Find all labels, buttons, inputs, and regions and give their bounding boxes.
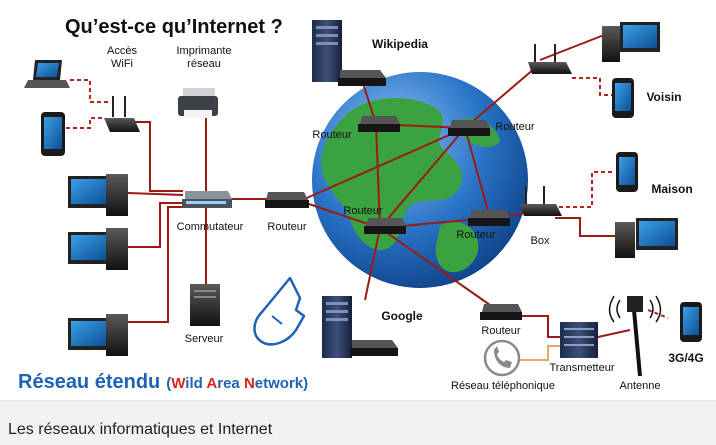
network-diagram: Qu’est-ce qu’Internet ? Accès WiFi Impri… bbox=[18, 16, 704, 393]
router-icon-bottom bbox=[480, 304, 522, 320]
server-icon bbox=[190, 284, 220, 326]
serveur-label: Serveur bbox=[185, 333, 224, 345]
mobile-network-label: 3G/4G bbox=[668, 351, 703, 365]
router-icon-center bbox=[364, 218, 406, 234]
router-label-center: Routeur bbox=[343, 205, 382, 217]
wan-rea: rea bbox=[217, 375, 244, 392]
reseau-telephonique-label: Réseau téléphonique bbox=[451, 380, 555, 392]
mobile-phone-icon bbox=[680, 302, 702, 342]
commutateur-label: Commutateur bbox=[177, 221, 244, 233]
laptop-icon bbox=[24, 60, 70, 88]
printer-icon bbox=[178, 88, 218, 118]
router-label-right: Routeur bbox=[456, 229, 495, 241]
wifi-label-line2: WiFi bbox=[111, 58, 133, 70]
wikipedia-server-icon bbox=[312, 20, 386, 86]
dashed-links bbox=[66, 77, 669, 319]
router-icon-top-right bbox=[448, 120, 490, 136]
wan-main: Réseau étendu bbox=[18, 371, 160, 393]
printer-label-line2: réseau bbox=[187, 58, 221, 70]
wifi-label-line1: Accès bbox=[107, 45, 137, 57]
wan-w: W bbox=[171, 375, 186, 392]
google-server-icon bbox=[322, 296, 398, 358]
transmitter-rack-icon bbox=[560, 322, 598, 358]
router-label-bottom: Routeur bbox=[481, 325, 520, 337]
home-computer-icon bbox=[615, 218, 678, 258]
wan-heading: Réseau étendu (Wild Area Network) bbox=[18, 371, 308, 393]
desktop-computer-icon-2 bbox=[68, 228, 128, 270]
diagram-title: Qu’est-ce qu’Internet ? bbox=[65, 16, 283, 38]
network-switch-icon bbox=[182, 191, 232, 208]
router-icon-left bbox=[265, 192, 309, 208]
voisin-label: Voisin bbox=[646, 90, 681, 104]
google-label: Google bbox=[381, 309, 423, 323]
caption-bar: Les réseaux informatiques et Internet bbox=[0, 400, 716, 445]
wan-n: N bbox=[244, 375, 255, 392]
router-label-top-right: Routeur bbox=[495, 121, 534, 133]
home-smartphone-icon bbox=[616, 152, 638, 192]
desktop-computer-icon-3 bbox=[68, 314, 128, 356]
phone-link bbox=[520, 345, 560, 361]
wan-etwork: etwork bbox=[255, 375, 304, 392]
wan-ild: ild bbox=[185, 375, 206, 392]
maison-label: Maison bbox=[651, 182, 692, 196]
antenna-icon bbox=[608, 295, 662, 377]
box-label: Box bbox=[531, 235, 550, 247]
neighbor-smartphone-icon bbox=[612, 78, 634, 118]
antenne-label: Antenne bbox=[620, 380, 661, 392]
printer-label-line1: Imprimante bbox=[176, 45, 231, 57]
neighbor-router-icon bbox=[528, 44, 572, 74]
wifi-access-point-icon bbox=[104, 96, 140, 132]
smartphone-icon bbox=[41, 112, 65, 156]
router-icon-right bbox=[468, 210, 510, 226]
router-label-left: Routeur bbox=[267, 221, 306, 233]
desktop-computer-icon-1 bbox=[68, 174, 128, 216]
router-icon-top-left bbox=[358, 116, 400, 132]
wan-close-paren: ) bbox=[303, 375, 308, 392]
router-label-top-left: Routeur bbox=[312, 129, 351, 141]
pointing-hand-icon bbox=[253, 276, 306, 346]
neighbor-computer-icon bbox=[602, 22, 660, 62]
transmetteur-label: Transmetteur bbox=[549, 362, 614, 374]
image-caption: Les réseaux informatiques et Internet bbox=[8, 421, 273, 438]
diagram-canvas: Qu’est-ce qu’Internet ? Accès WiFi Impri… bbox=[18, 16, 704, 393]
wan-open-paren: ( bbox=[166, 375, 171, 392]
wikipedia-label: Wikipedia bbox=[372, 37, 428, 51]
wan-a: A bbox=[206, 375, 217, 392]
telephone-icon bbox=[483, 339, 521, 377]
home-box-icon bbox=[520, 186, 562, 216]
